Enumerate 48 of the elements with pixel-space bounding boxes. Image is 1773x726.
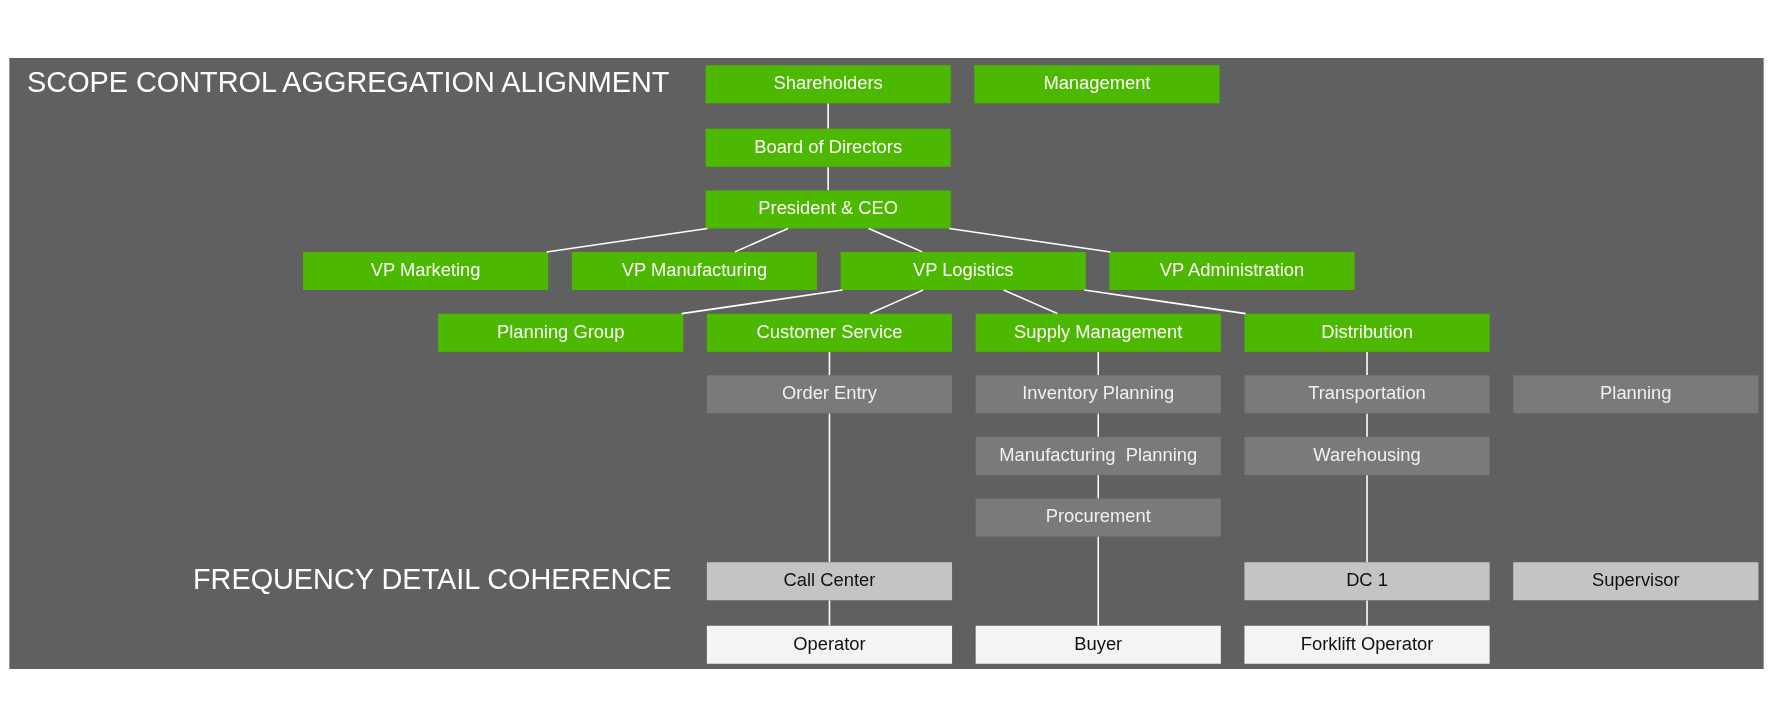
node-box: President & CEO: [705, 189, 951, 228]
connector: [1097, 412, 1100, 437]
node-box: VP Manufacturing: [571, 251, 817, 290]
connector: [827, 165, 829, 191]
connector: [1097, 350, 1100, 376]
connector: [1097, 535, 1100, 626]
connector: [948, 227, 1112, 253]
connector: [1366, 474, 1368, 563]
node-box: Board of Directors: [705, 128, 951, 167]
connector: [1083, 288, 1247, 314]
node-box: VP Logistics: [840, 251, 1086, 290]
node-box: Call Center: [706, 561, 953, 600]
connector: [680, 288, 844, 314]
connector: [828, 599, 831, 626]
node-box: VP Marketing: [303, 251, 549, 290]
connector: [734, 227, 789, 253]
connector: [1366, 412, 1368, 437]
connector: [1366, 599, 1368, 626]
node-box: Warehousing: [1244, 436, 1490, 475]
node-box: Distribution: [1244, 313, 1490, 352]
node-box: DC 1: [1244, 561, 1490, 600]
node-box: Supply Management: [975, 313, 1221, 352]
connector: [869, 288, 924, 314]
node-box: Forklift Operator: [1244, 625, 1490, 664]
node-box: Manufacturing Planning: [975, 436, 1221, 475]
connector: [867, 227, 924, 253]
node-box: Planning Group: [438, 313, 684, 352]
label: SCOPE CONTROL AGGREGATION ALIGNMENT: [27, 65, 670, 98]
node-box: Customer Service: [706, 313, 953, 352]
connector: [1002, 288, 1059, 314]
node-box: Shareholders: [705, 64, 951, 103]
connector: [1366, 350, 1368, 376]
node-box: Management: [974, 64, 1220, 103]
node-box: Procurement: [975, 498, 1221, 537]
node-box: Supervisor: [1513, 561, 1759, 600]
node-box: Buyer: [975, 625, 1221, 664]
node-box: Operator: [706, 625, 953, 664]
label: FREQUENCY DETAIL COHERENCE: [192, 561, 672, 594]
connector: [545, 227, 709, 253]
connector: [828, 350, 831, 376]
connector: [1097, 474, 1100, 499]
node-box: VP Administration: [1109, 251, 1355, 290]
connector: [828, 412, 831, 563]
node-box: Transportation: [1244, 374, 1490, 413]
connector: [827, 102, 829, 129]
node-box: Planning: [1513, 374, 1759, 413]
node-box: Order Entry: [706, 374, 953, 413]
node-box: Inventory Planning: [975, 374, 1221, 413]
